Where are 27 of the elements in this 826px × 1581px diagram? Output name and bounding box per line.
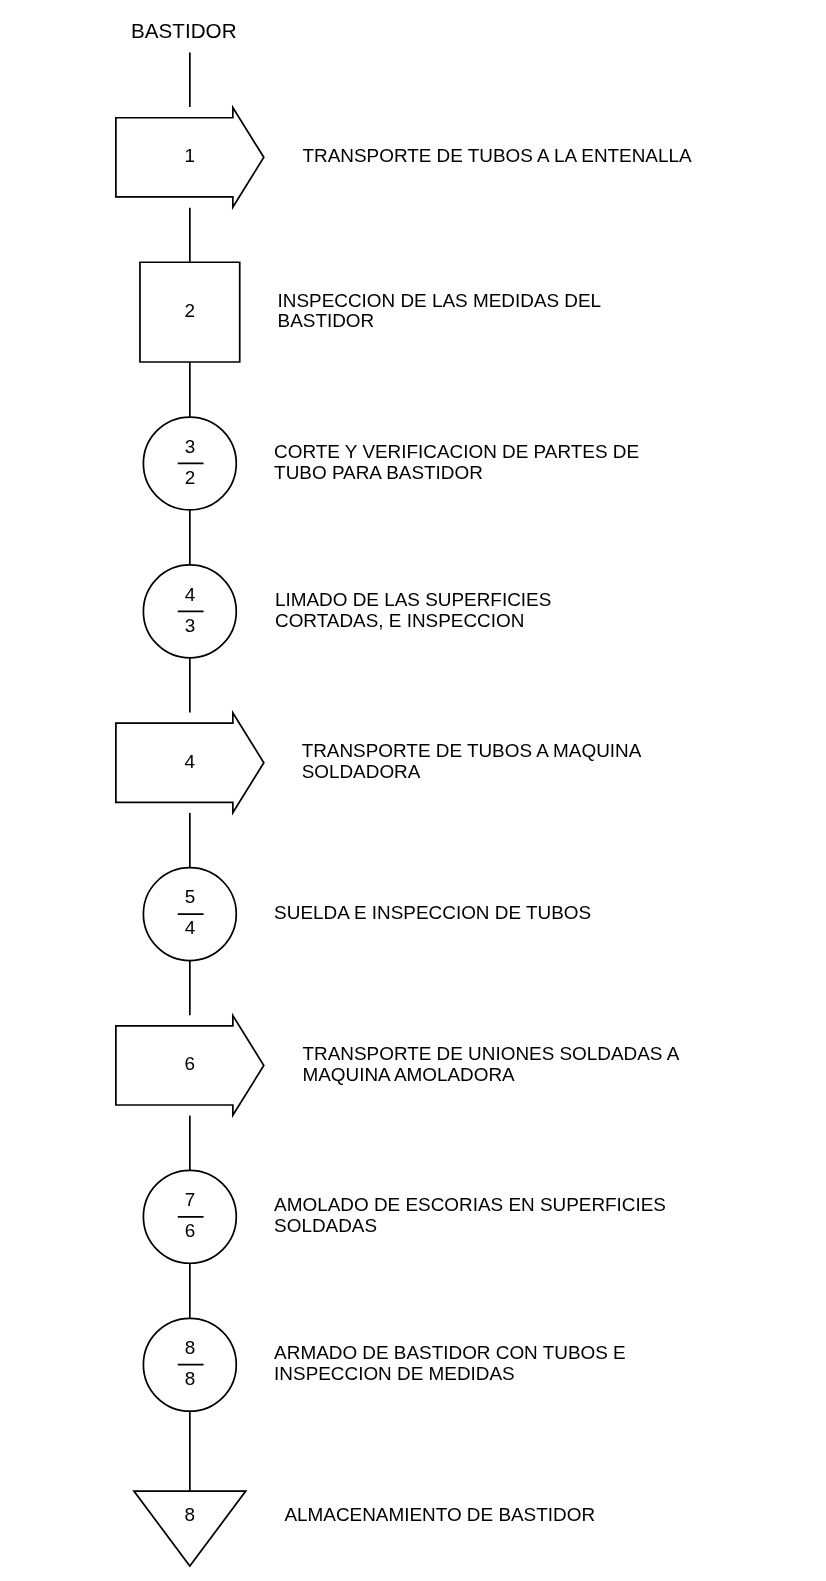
connector: [189, 361, 191, 418]
node-label: AMOLADO DE ESCORIAS EN SUPERFICIES SOLDADAS: [274, 1194, 666, 1236]
connector: [189, 657, 191, 714]
node-label: CORTE Y VERIFICACION DE PARTES DE TUBO PARA BASTIDOR: [274, 440, 640, 483]
node-box: 2: [139, 261, 241, 363]
connector: [189, 960, 191, 1017]
connector: [189, 1114, 191, 1171]
node-label: TRANSPORTE DE UNIONES SOLDADAS A MAQUINA AMOLADORA: [302, 1042, 680, 1085]
node-circle: 7 6: [142, 1169, 238, 1265]
node-label: ALMACENAMIENTO DE BASTIDOR: [284, 1503, 596, 1525]
node-circle: 5 4: [142, 866, 238, 962]
connector: [189, 1410, 191, 1492]
connector: [189, 509, 191, 566]
node-label: LIMADO DE LAS SUPERFICIES CORTADAS, E INSPECCION: [274, 588, 552, 631]
node-circle: 3 2: [142, 416, 238, 511]
connector: [189, 51, 191, 108]
node-label: TRANSPORTE DE TUBOS A LA ENTENALLA: [302, 145, 692, 167]
connector: [189, 206, 191, 263]
node-label: ARMADO DE BASTIDOR CON TUBOS E INSPECCION DE MEDIDAS: [274, 1342, 626, 1384]
node-label: INSPECCION DE LAS MEDIDAS DEL BASTIDOR: [277, 289, 602, 332]
connector: [189, 812, 191, 869]
node-label: SUELDA E INSPECCION DE TUBOS: [274, 901, 592, 923]
node-label: TRANSPORTE DE TUBOS A MAQUINA SOLDADORA: [301, 740, 642, 782]
node-circle: 8 8: [142, 1317, 238, 1412]
node-circle: 4 3: [142, 564, 238, 659]
connector: [189, 1262, 191, 1319]
diagram-title: BASTIDOR: [131, 19, 237, 43]
